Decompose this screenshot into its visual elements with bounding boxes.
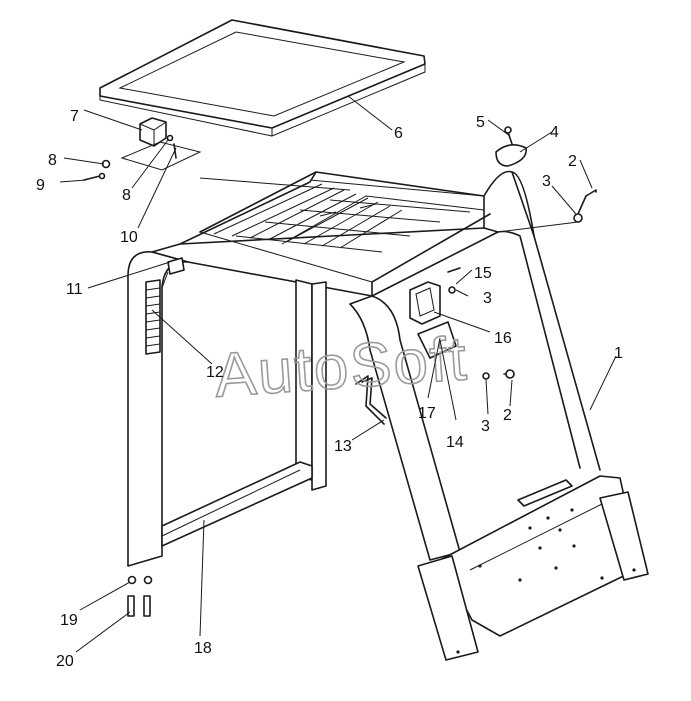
- callout-13: 13: [334, 438, 352, 455]
- callout-7: 7: [70, 108, 79, 125]
- callout-6: 6: [394, 125, 403, 142]
- lower-bolts: [127, 575, 153, 617]
- side-grille: [145, 279, 161, 355]
- callout-2-upper: 2: [568, 153, 577, 170]
- callout-8-right: 8: [122, 187, 131, 204]
- bolts-and-washers: [447, 189, 597, 380]
- side-bracket: [409, 281, 457, 359]
- callout-14: 14: [446, 434, 464, 451]
- callout-3-upper: 3: [542, 173, 551, 190]
- callout-17: 17: [418, 405, 436, 422]
- callout-labels: 1 2 2 3 3 3 4 5 6 7 8 8 9 10 11 12 13 14…: [36, 108, 623, 670]
- callout-10: 10: [120, 229, 138, 246]
- mount-bracket: [120, 117, 202, 171]
- callout-16: 16: [494, 330, 512, 347]
- callout-4: 4: [550, 124, 559, 141]
- roof-panel: [99, 19, 426, 137]
- foot-plate-holes: [456, 508, 636, 654]
- fasteners-left: [83, 134, 177, 181]
- grab-handle: [355, 375, 387, 425]
- cab-main-frame: [127, 170, 649, 661]
- callout-5: 5: [476, 114, 485, 131]
- callout-3-middle: 3: [483, 290, 492, 307]
- callout-1: 1: [614, 345, 623, 362]
- callout-12: 12: [206, 364, 224, 381]
- callout-2-lower: 2: [503, 407, 512, 424]
- callout-9: 9: [36, 177, 45, 194]
- callout-15: 15: [474, 265, 492, 282]
- mirror-lamp: [495, 126, 527, 167]
- callout-8-left: 8: [48, 152, 57, 169]
- leader-lines: [59, 95, 617, 653]
- callout-11: 11: [66, 281, 83, 298]
- callout-20: 20: [56, 653, 74, 670]
- watermark-text: AutoSoft: [212, 324, 470, 411]
- callout-19: 19: [60, 612, 78, 629]
- callout-3-lower: 3: [481, 418, 490, 435]
- callout-18: 18: [194, 640, 212, 657]
